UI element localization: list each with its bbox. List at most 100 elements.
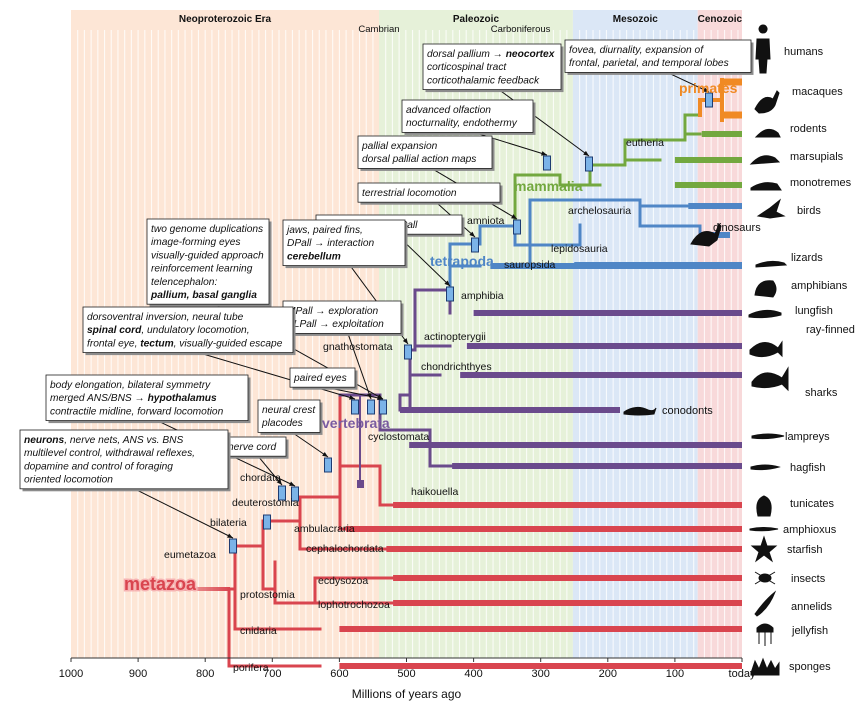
node-label: actinopterygii — [424, 331, 486, 343]
clade-label: primates — [679, 80, 738, 96]
innovation-marker — [543, 155, 551, 171]
annotation-line: corticothalamic feedback — [427, 75, 540, 86]
annotation-line: placodes — [261, 418, 303, 429]
node-label: cnidaria — [240, 625, 277, 637]
haikouella-bar — [357, 480, 364, 488]
annotation-text: terrestrial locomotion — [362, 188, 457, 199]
axis-tick-label: 100 — [666, 668, 684, 680]
taxon-label: sharks — [805, 387, 838, 399]
annotation-line: corticospinal tract — [427, 62, 507, 73]
taxon-label: macaques — [792, 86, 843, 98]
innovation-marker — [367, 399, 375, 415]
silhouette-icon — [749, 155, 781, 165]
period-label: Cambrian — [358, 24, 399, 35]
annotation-text: tectum — [140, 338, 173, 349]
silhouette-icon — [756, 623, 774, 646]
node-label: amphibia — [461, 290, 504, 302]
silhouette-icon — [754, 571, 776, 585]
annotation-text: pallial expansion — [361, 141, 438, 152]
clade-label: mammalia — [514, 178, 583, 194]
clade-label: vertebrata — [322, 415, 390, 431]
annotation-text: oriented locomotion — [24, 475, 113, 486]
node-label: lepidosauria — [551, 243, 608, 255]
innovation-marker — [278, 485, 286, 501]
leader-arrowhead — [377, 395, 383, 401]
era-label: Neoproterozoic Era — [179, 14, 272, 25]
taxon-label: monotremes — [790, 177, 852, 189]
box-frame — [422, 43, 562, 90]
annotation-text: hypothalamus — [148, 393, 217, 404]
taxon-label: lizards — [791, 252, 823, 264]
leader-arrowhead — [276, 479, 282, 485]
axis-tick-label: today — [729, 668, 756, 680]
annotation-text: reinforcement learning — [151, 264, 253, 275]
innovation-markers — [229, 92, 713, 554]
silhouette-icon — [750, 182, 782, 191]
node-label: cephalochordata — [306, 543, 384, 555]
node-label: amniota — [467, 215, 505, 227]
taxon-label: birds — [797, 205, 821, 217]
clade-label: metazoa — [124, 574, 197, 594]
annotation-text: , undulatory locomotion, — [141, 325, 249, 336]
axis-tick-label: 500 — [397, 668, 415, 680]
annotation-line: fovea, diurnality, expansion of — [569, 45, 704, 56]
silhouette-icon — [751, 433, 785, 440]
node-label: ambulacraria — [294, 523, 355, 535]
taxon-label: jellyfish — [791, 625, 828, 637]
taxon-label: dinosaurs — [713, 222, 761, 234]
annotation-text: two genome duplications — [151, 224, 263, 235]
node-label: lophotrochozoa — [318, 599, 390, 611]
taxon-label: hagfish — [790, 462, 825, 474]
axis-tick-label: 600 — [330, 668, 348, 680]
axis-tick-label: 200 — [599, 668, 617, 680]
node-label: protostomia — [240, 589, 295, 601]
annotation-line: dorsal pallial action maps — [362, 154, 476, 165]
leader-line — [257, 455, 283, 486]
taxon-label: amphibians — [791, 280, 848, 292]
annotation-text: advanced olfaction — [406, 105, 491, 116]
leader-arrowhead — [703, 87, 709, 92]
node-label: sauropsida — [504, 259, 556, 271]
annotation-box: nerve cord — [223, 436, 289, 459]
annotation-box: dorsal pallium → neocortexcorticospinal … — [422, 43, 564, 93]
annotation-line: frontal, parietal, and temporal lobes — [569, 58, 729, 69]
innovation-marker — [229, 538, 237, 554]
leader-arrowhead — [227, 533, 233, 538]
box-frame — [282, 300, 402, 334]
annotation-line: dorsoventral inversion, neural tube — [87, 312, 244, 323]
taxon-label: humans — [784, 46, 824, 58]
box-frame — [19, 429, 229, 490]
taxon-label: conodonts — [662, 405, 713, 417]
leader-line — [347, 333, 372, 400]
annotation-text: placodes — [261, 418, 303, 429]
silhouette-icon — [754, 129, 781, 138]
silhouette-icon — [755, 260, 788, 268]
leader-arrowhead — [444, 280, 450, 286]
box-frame — [564, 39, 752, 73]
node-label: porifera — [233, 662, 269, 674]
annotation-text: cerebellum — [287, 251, 341, 262]
innovation-marker — [446, 286, 454, 302]
silhouette-icon — [755, 24, 771, 74]
annotation-text: neurons — [24, 435, 65, 446]
annotation-box: dorsoventral inversion, neural tubespina… — [82, 306, 296, 356]
annotation-text: , visually-guided escape — [174, 338, 283, 349]
annotation-text: neural crest — [262, 405, 316, 416]
annotation-line: terrestrial locomotion — [362, 188, 457, 199]
annotation-line: merged ANS/BNS → hypothalamus — [50, 393, 217, 404]
leader-arrowhead — [583, 150, 589, 156]
annotation-text: dorsal pallium → — [427, 49, 506, 60]
silhouette-icon — [756, 198, 786, 219]
box-frame — [146, 218, 270, 305]
annotation-line: nerve cord — [228, 442, 276, 453]
annotation-text: corticospinal tract — [427, 62, 507, 73]
annotation-text: nocturnality, endothermy — [406, 118, 518, 129]
annotation-line: jaws, paired fins, — [285, 225, 363, 236]
taxon-label: ray-finned fish — [806, 324, 855, 336]
annotation-line: cerebellum — [287, 251, 341, 262]
annotation-text: DPall → interaction — [287, 238, 375, 249]
node-label: haikouella — [411, 486, 458, 498]
annotation-text: telencephalon: — [151, 277, 217, 288]
annotation-text: pallium, basal ganglia — [150, 290, 257, 301]
